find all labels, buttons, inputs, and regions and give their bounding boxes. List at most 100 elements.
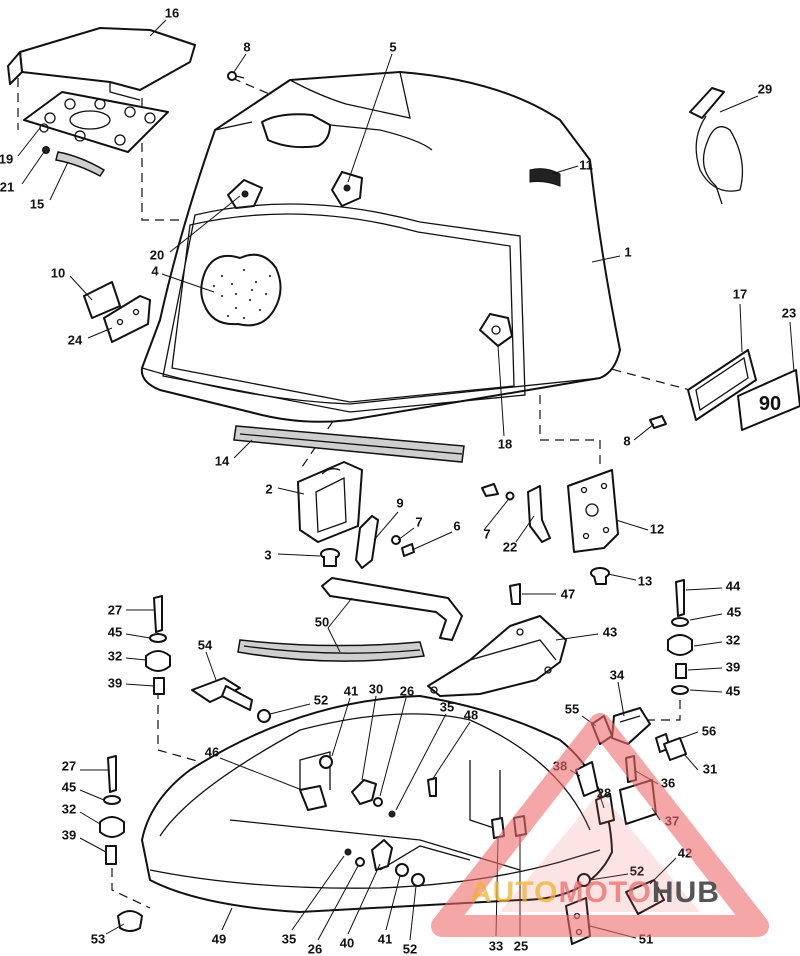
callout-c17: 17 [733,286,747,301]
callout-c56: 56 [702,723,716,738]
callout-c6: 6 [453,518,460,533]
callout-c28: 28 [597,785,611,800]
callout-c39b: 39 [108,675,122,690]
part-47-screw [509,583,521,605]
part-40-clamp [371,839,393,871]
part-52-nut-a [257,709,271,723]
callout-c44: 44 [726,578,741,593]
callout-c52b: 52 [630,863,644,878]
part-29-tether-cable [689,87,744,205]
callout-c45a: 45 [727,604,741,619]
watermark-word-moto: MOTO [558,876,651,909]
callout-c40: 40 [340,935,354,950]
callout-c4: 4 [151,263,159,278]
part-13-grommet [590,567,610,585]
callout-c2: 2 [265,481,272,496]
callout-c32c: 32 [62,801,76,816]
part-22-bracket [527,485,551,543]
callout-c9: 9 [396,495,403,510]
callout-c10: 10 [51,265,65,280]
callout-c49: 49 [212,931,226,946]
callout-c45c: 45 [726,683,740,698]
callout-c47: 47 [561,586,575,601]
callout-c15: 15 [30,196,44,211]
part-2-latch-bracket [297,461,363,543]
callout-c22: 22 [503,539,517,554]
callout-c50: 50 [315,614,329,629]
callout-c35a: 35 [440,699,454,714]
callout-c7a: 7 [415,514,422,529]
part-54-knob [191,677,253,711]
callout-c27b: 27 [62,758,76,773]
watermark-triangle [431,713,769,937]
callout-c29: 29 [758,81,772,96]
part-18-mount-plate [479,313,513,347]
part-26-washer-b [355,857,365,867]
callout-c53: 53 [91,931,105,946]
part-4-sound-pad [200,253,282,327]
watermark-triangle-inner [500,792,700,912]
callout-c41a: 41 [344,683,358,698]
watermark-logo: AUTOMOTOHUB [431,713,769,937]
part-15-seal-strip [55,151,106,177]
callout-c24: 24 [68,332,83,347]
callout-c27a: 27 [108,602,122,617]
callout-c55: 55 [565,701,579,716]
callout-c33: 33 [489,938,503,953]
part-19-gasket-plate [23,91,169,153]
callout-c30: 30 [369,681,383,696]
part-7-washer-a [391,535,401,545]
mount-stack-right [667,579,693,695]
callout-c39c: 39 [62,827,76,842]
callout-c3: 3 [264,547,271,562]
callout-c41b: 41 [378,931,392,946]
callout-c8a: 8 [243,39,250,54]
part-53-grommet [117,910,143,932]
part-7-washer-b [505,491,515,501]
watermark-word-hub: HUB [652,876,720,909]
callout-c8b: 8 [623,433,630,448]
callout-c21: 21 [0,179,14,194]
callout-c18: 18 [498,436,512,451]
part-42-bumper [625,879,665,915]
part-21-screw [42,146,50,154]
part-6-bolt [401,543,415,557]
callout-c16: 16 [165,5,179,20]
part-14-seal [233,425,465,463]
part-38-link [575,761,599,797]
part-9-clip [355,515,379,569]
part-23-model-badge: 90 [737,369,800,431]
callout-c32b: 32 [108,648,122,663]
callout-c48: 48 [464,707,478,722]
part-6-bolt-top [481,483,499,497]
callout-c12: 12 [650,521,664,536]
sound-pad-texture [213,269,271,319]
part-8-screw-top [227,71,245,81]
callout-c52a: 52 [314,692,328,707]
part-1-top-cowl [140,71,621,423]
callout-c23: 23 [782,305,796,320]
part-28-bracket [595,793,615,825]
part-35-screw-b [344,848,352,856]
part-50-seal [237,639,425,662]
callout-c32a: 32 [726,632,740,647]
part-16-access-cover [7,27,196,101]
part-3-stud [320,548,340,567]
part-43-shield [427,615,567,697]
watermark-word-auto: AUTO [470,876,558,909]
callout-c35b: 35 [282,931,296,946]
callout-c26a: 26 [400,683,414,698]
part-12-latch-plate [567,469,619,553]
svg-text:AUTOMOTOHUB: AUTOMOTOHUB [470,876,720,909]
callout-c36: 36 [661,775,675,790]
part-26-washer-a [373,797,383,807]
callout-c20: 20 [150,247,164,262]
callout-c25: 25 [514,938,528,953]
part-41-bushing-b [395,863,409,877]
callout-c46: 46 [205,744,219,759]
callout-c7b: 7 [483,526,490,541]
part-46-bracket [299,785,327,811]
part-41-bushing-a [319,755,333,769]
